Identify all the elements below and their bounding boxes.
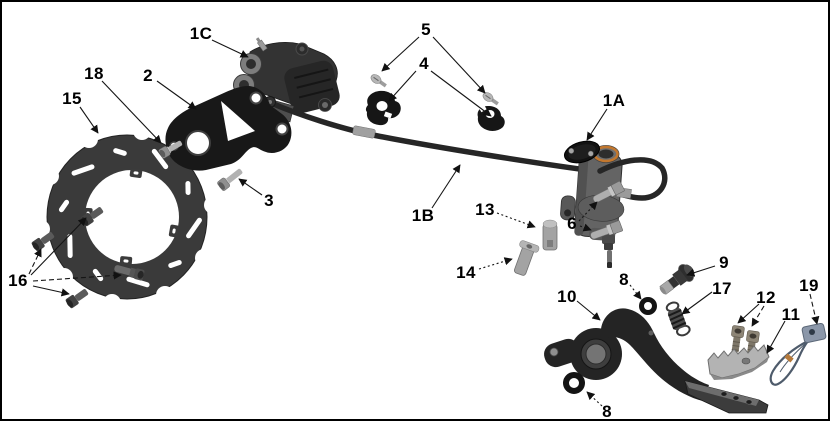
brake-hose <box>268 100 605 175</box>
disc-bolts <box>31 207 145 309</box>
callout-11: 11 <box>781 305 801 324</box>
disc-slots <box>58 148 202 288</box>
disc-bolt <box>31 232 55 252</box>
bracket-bolt-18 <box>158 140 183 159</box>
banjo-bolt <box>592 180 625 203</box>
callout-18: 18 <box>84 64 104 83</box>
o-ring <box>639 297 657 315</box>
callout-1A: 1A <box>602 91 626 110</box>
callout-12: 12 <box>756 288 776 307</box>
callout-15: 15 <box>62 89 82 108</box>
o-ring <box>563 372 585 394</box>
callout-14: 14 <box>456 263 476 282</box>
pedal-tip-bolt <box>746 330 760 355</box>
hose-sleeve <box>352 125 376 139</box>
pushrod <box>602 235 615 268</box>
disc-bolt <box>114 265 145 281</box>
pivot-bolt-9 <box>659 264 695 295</box>
callout-2: 2 <box>143 66 153 85</box>
callout-8-lower: 8 <box>602 402 612 421</box>
brake-disc <box>32 122 222 312</box>
hose-guide-14 <box>514 240 540 276</box>
leader-lines <box>28 36 820 407</box>
callout-3: 3 <box>264 191 274 210</box>
callout-10: 10 <box>557 287 577 306</box>
safety-wire <box>769 340 809 386</box>
hose-clamp <box>365 90 401 126</box>
callout-9: 9 <box>719 253 729 272</box>
cable-clip-19 <box>769 322 827 386</box>
caliper-bolt-3 <box>217 168 243 191</box>
callout-1B: 1B <box>411 206 435 225</box>
return-spring-17 <box>665 301 691 337</box>
callout-5: 5 <box>421 20 431 39</box>
disc-mount-tabs <box>83 167 180 266</box>
wire-crimp <box>784 353 794 363</box>
brake-pedal <box>544 308 769 414</box>
rear-master-cylinder <box>560 140 625 268</box>
reservoir-cap <box>563 140 601 164</box>
bleeder-screw <box>255 37 268 52</box>
callout-17: 17 <box>712 279 732 298</box>
callout-8-upper: 8 <box>619 270 629 289</box>
banjo-bolt <box>590 220 623 240</box>
pedal-tip <box>707 344 770 380</box>
clamp-screw <box>482 92 499 106</box>
pedal-tip-bolt <box>731 325 745 353</box>
callout-13: 13 <box>475 200 495 219</box>
callout-19: 19 <box>799 276 819 295</box>
callout-4: 4 <box>419 54 429 73</box>
disc-bolt <box>65 289 89 309</box>
callout-6: 6 <box>567 214 577 233</box>
callout-1C: 1C <box>189 24 213 43</box>
clamp-screw <box>370 74 387 88</box>
hose-fitting-13 <box>542 219 558 251</box>
callout-16: 16 <box>8 271 28 290</box>
